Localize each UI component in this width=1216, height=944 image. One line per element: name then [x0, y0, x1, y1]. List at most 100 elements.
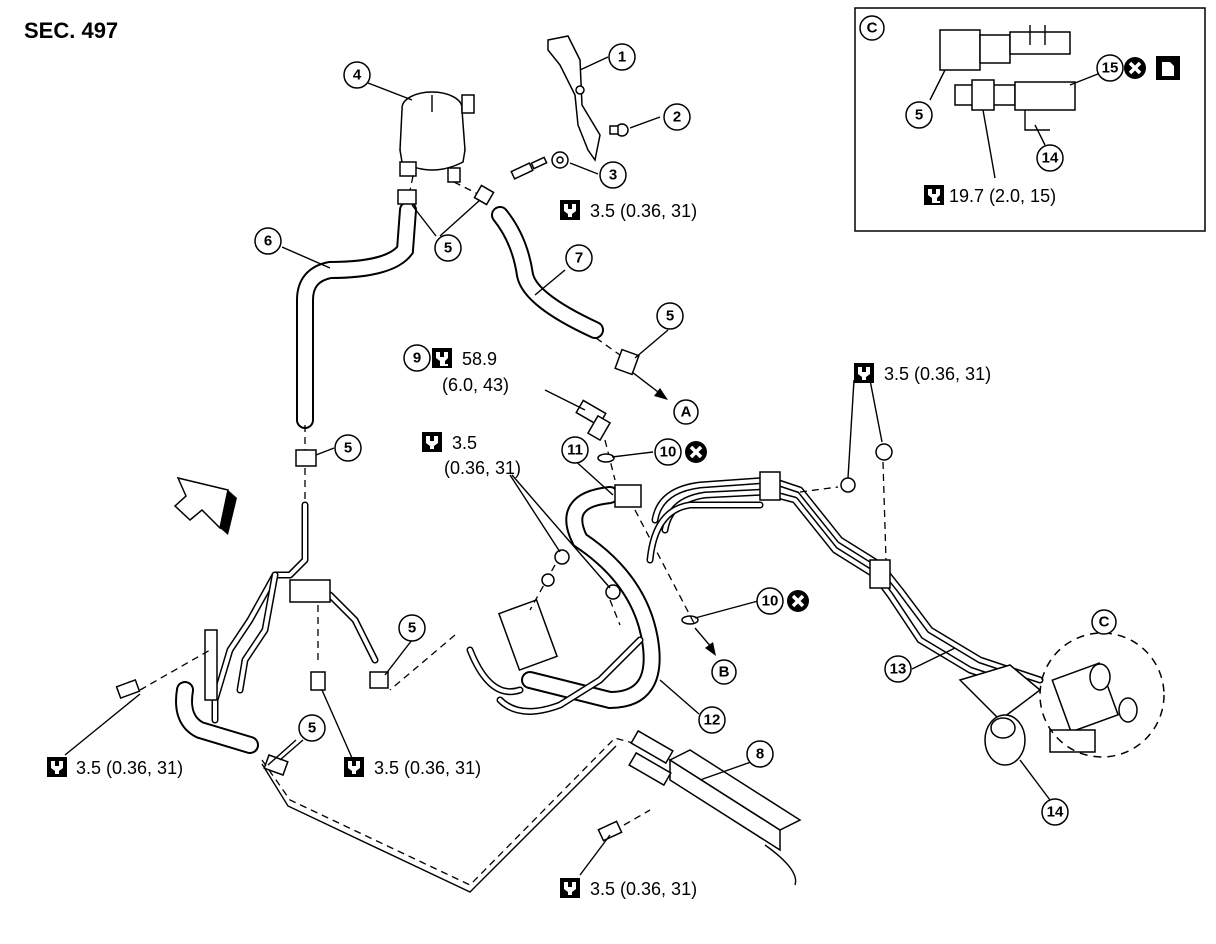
- washer: [551, 151, 569, 169]
- torque-spec-2: 58.9 (6.0, 43): [432, 348, 509, 395]
- callout-8: 8: [746, 740, 774, 768]
- callout-5: 5: [434, 234, 462, 262]
- svg-text:10: 10: [762, 593, 779, 610]
- high-pressure-hose-12: [466, 486, 661, 715]
- callout-3: 3: [599, 161, 627, 189]
- callout-14: 14: [1041, 798, 1069, 826]
- wrench-icon: [560, 878, 580, 898]
- callout-10: 10: [654, 438, 682, 466]
- svg-text:11: 11: [567, 442, 583, 459]
- bolt-mid: [310, 671, 326, 691]
- svg-text:3.5 (0.36, 31): 3.5 (0.36, 31): [590, 879, 697, 899]
- wrench-icon: [854, 363, 874, 383]
- callout-12: 12: [698, 706, 726, 734]
- torque-spec-7: 3.5 (0.36, 31): [560, 878, 697, 899]
- svg-text:10: 10: [660, 444, 677, 461]
- inset-c-frame: [854, 7, 1206, 232]
- svg-text:3.5 (0.36, 31): 3.5 (0.36, 31): [76, 758, 183, 778]
- bolt-upper: [510, 156, 548, 180]
- svg-text:5: 5: [915, 107, 923, 124]
- svg-text:B: B: [719, 664, 730, 681]
- clamp-e: [369, 671, 389, 689]
- svg-text:C: C: [1099, 614, 1110, 631]
- callout-5: 5: [656, 302, 684, 330]
- pressure-pipe-right: [646, 471, 1044, 694]
- ref-c-inset: C: [859, 15, 885, 41]
- svg-text:19.7 (2.0, 15): 19.7 (2.0, 15): [949, 186, 1056, 206]
- eye-bolt: [575, 399, 612, 442]
- callout-4: 4: [343, 61, 371, 89]
- svg-text:14: 14: [1042, 150, 1059, 167]
- ref-b: B: [711, 659, 737, 685]
- bracket: [547, 35, 601, 162]
- ref-c: C: [1091, 609, 1117, 635]
- svg-text:5: 5: [308, 720, 316, 737]
- svg-text:C: C: [867, 20, 878, 37]
- svg-text:58.9: 58.9: [462, 349, 497, 369]
- svg-text:7: 7: [575, 250, 583, 267]
- detail-c-circle: [1039, 632, 1165, 758]
- no-reuse-icon: [683, 439, 709, 465]
- sealant-icon: [1156, 56, 1180, 80]
- inset-c-fittings: [929, 25, 1109, 179]
- copper-washer-upper: [597, 453, 615, 463]
- svg-text:3.5 (0.36, 31): 3.5 (0.36, 31): [590, 201, 697, 221]
- svg-text:(6.0, 43): (6.0, 43): [442, 375, 509, 395]
- wrench-icon: [432, 348, 452, 368]
- callout-5: 5: [298, 714, 326, 742]
- wrench-icon: [47, 757, 67, 777]
- callout-5: 5: [398, 614, 426, 642]
- clamp-a: [397, 189, 417, 205]
- callout-11: 11: [561, 436, 589, 464]
- callout-6: 6: [254, 227, 282, 255]
- clamp-c: [614, 348, 640, 376]
- callout-15: 15: [1096, 54, 1124, 82]
- svg-text:9: 9: [413, 350, 421, 367]
- leader-lines: [64, 56, 1051, 876]
- callout-13: 13: [884, 655, 912, 683]
- torque-spec-5: 3.5 (0.36, 31): [47, 757, 183, 778]
- reservoir-tank: [399, 91, 475, 183]
- no-reuse-icon: [1122, 55, 1148, 81]
- union-fitting: [614, 484, 642, 508]
- svg-text:2: 2: [673, 109, 681, 126]
- svg-text:15: 15: [1102, 60, 1119, 77]
- oil-cooler: [628, 729, 802, 886]
- svg-text:6: 6: [264, 233, 272, 250]
- svg-text:3: 3: [609, 167, 617, 184]
- clamp-f: [263, 754, 289, 776]
- svg-text:5: 5: [408, 620, 416, 637]
- svg-text:4: 4: [353, 67, 362, 84]
- callout-2: 2: [663, 103, 691, 131]
- wrench-icon: [560, 200, 580, 220]
- wrench-icon: [924, 185, 944, 205]
- svg-text:5: 5: [344, 440, 352, 457]
- torque-spec-4: 3.5 (0.36, 31): [854, 363, 991, 384]
- callout-14: 14: [1036, 144, 1064, 172]
- callout-10: 10: [756, 587, 784, 615]
- hose-suction-6: [296, 201, 417, 429]
- callout-5: 5: [334, 434, 362, 462]
- wrench-icon: [422, 432, 442, 452]
- svg-text:3.5 (0.36, 31): 3.5 (0.36, 31): [884, 364, 991, 384]
- svg-text:3.5 (0.36, 31): 3.5 (0.36, 31): [374, 758, 481, 778]
- svg-text:1: 1: [618, 49, 626, 66]
- callout-1: 1: [608, 43, 636, 71]
- torque-spec-8: 19.7 (2.0, 15): [924, 185, 1056, 206]
- callout-5: 5: [905, 101, 933, 129]
- svg-text:12: 12: [704, 712, 721, 729]
- svg-text:8: 8: [756, 746, 764, 763]
- torque-spec-1: 3.5 (0.36, 31): [560, 200, 697, 221]
- svg-text:(0.36, 31): (0.36, 31): [444, 458, 521, 478]
- svg-text:A: A: [681, 404, 692, 421]
- section-title: SEC. 497: [24, 18, 119, 43]
- grommet: [609, 123, 629, 137]
- wrench-icon: [344, 757, 364, 777]
- clamp-d: [295, 449, 317, 467]
- hose-return-7: [491, 206, 604, 339]
- svg-text:14: 14: [1047, 804, 1064, 821]
- svg-text:3.5: 3.5: [452, 433, 477, 453]
- bolt-cooler: [597, 820, 623, 842]
- torque-spec-6: 3.5 (0.36, 31): [344, 757, 481, 778]
